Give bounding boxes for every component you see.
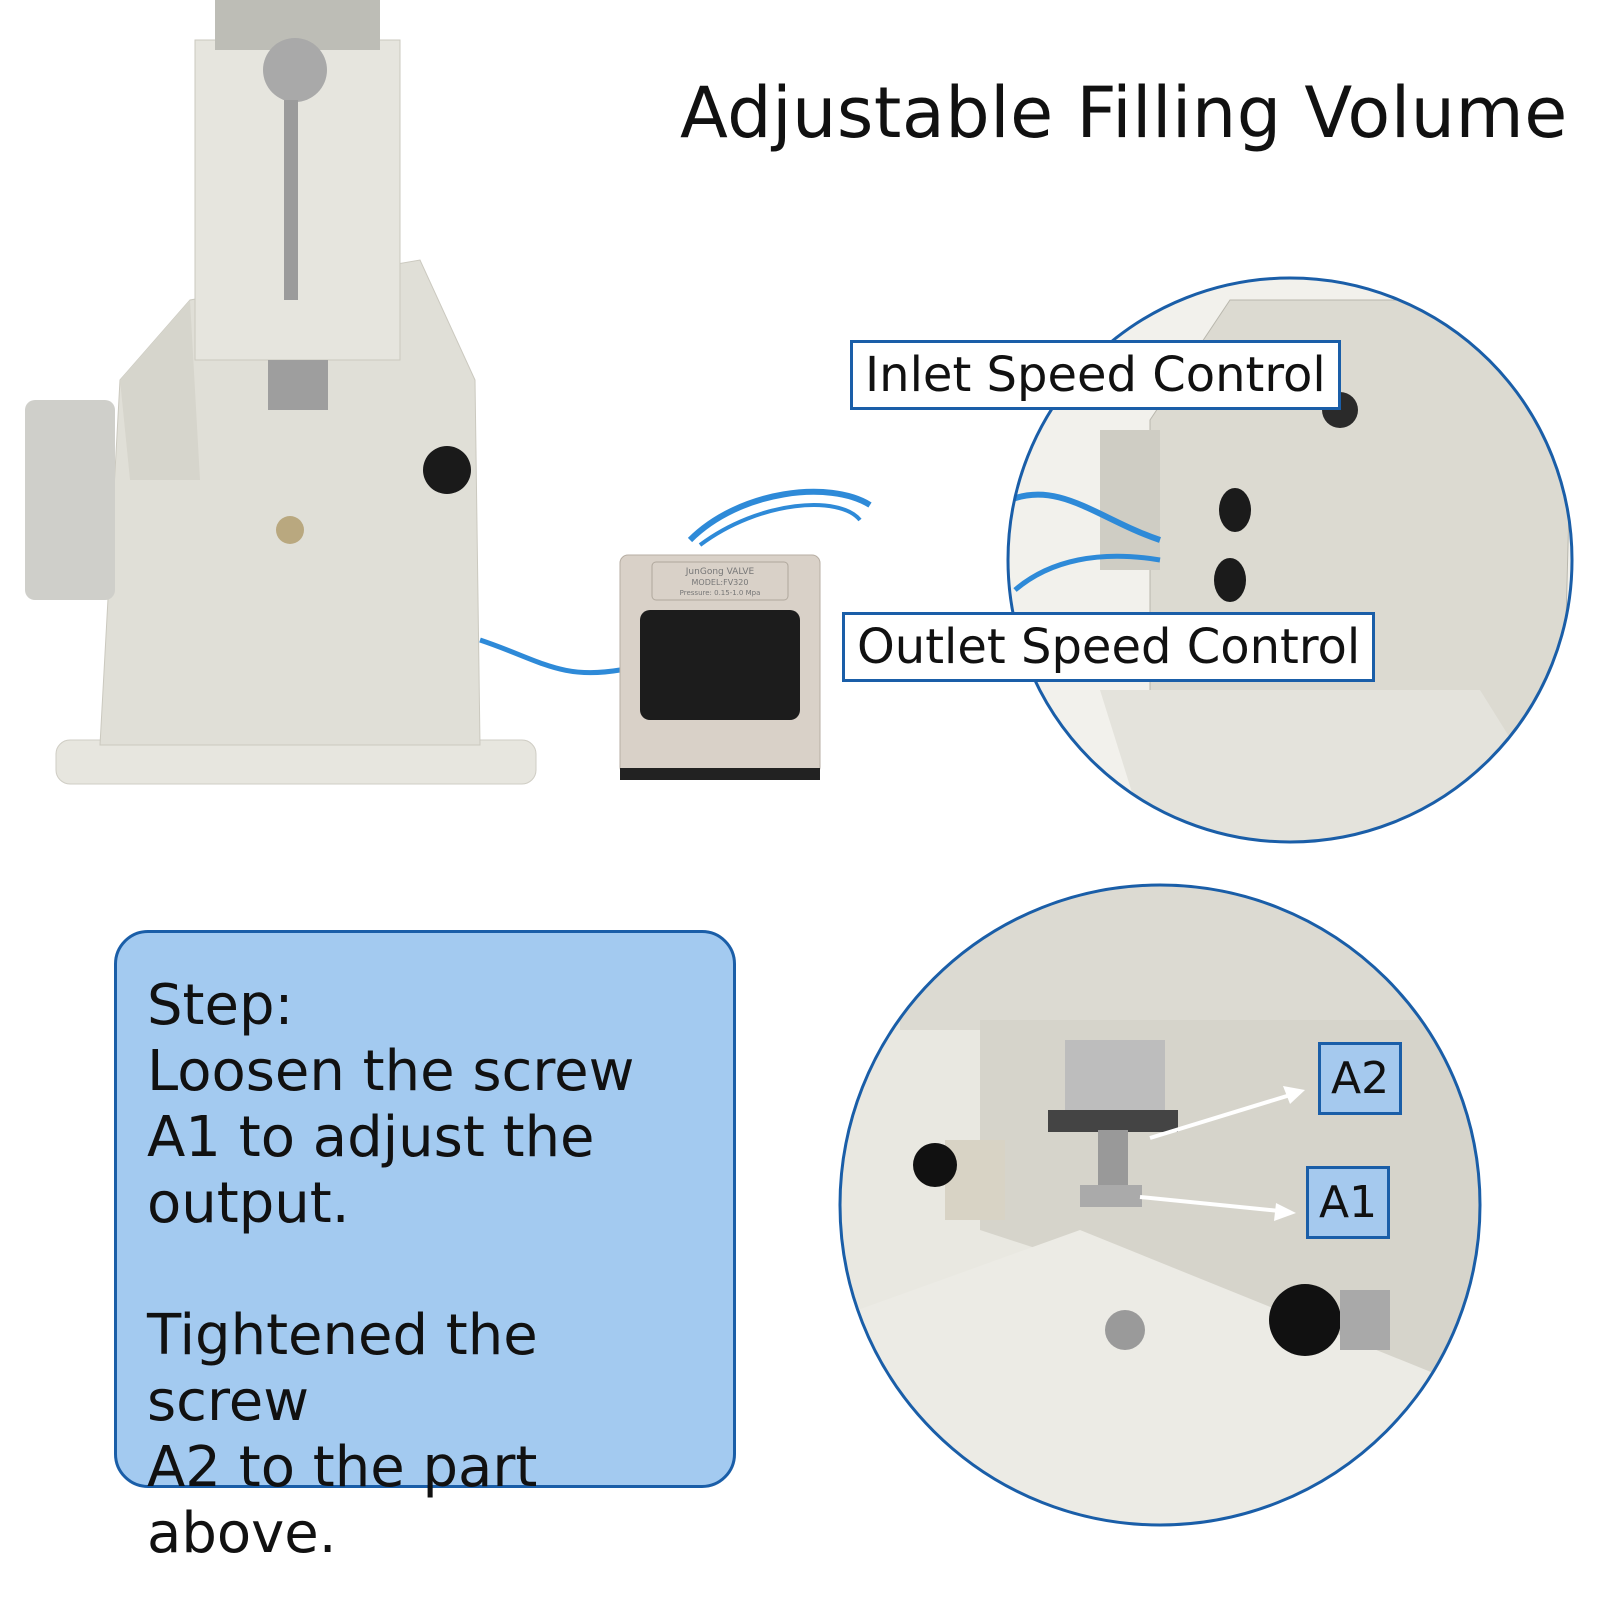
step2-line: Tightened the screw [147, 1303, 538, 1434]
instructions-heading: Step: [147, 973, 294, 1038]
a2-label: A2 [1318, 1042, 1403, 1115]
instructions-box: Step: Loosen the screw A1 to adjust the … [114, 930, 736, 1566]
step1-line: output. [147, 1171, 350, 1236]
page-title: Adjustable Filling Volume [680, 72, 1568, 154]
pedal-label-pressure: Pressure: 0.15-1.0 Mpa [680, 589, 761, 597]
inlet-speed-control-label: Inlet Speed Control [850, 340, 1341, 410]
pedal-label-brand: JunGong VALVE [685, 567, 755, 577]
pedal-label-model: MODEL:FV320 [692, 578, 749, 587]
detail-circle-screws [838, 883, 1482, 1527]
step1-line: A1 to adjust the [147, 1105, 595, 1170]
filling-machine [25, 0, 621, 785]
a1-label: A1 [1306, 1166, 1391, 1239]
foot-pedal: JunGong VALVE MODEL:FV320 Pressure: 0.15… [619, 488, 872, 780]
step2-line: A2 to the part above. [147, 1435, 538, 1566]
step1-line: Loosen the screw [147, 1039, 635, 1104]
outlet-speed-control-label: Outlet Speed Control [842, 612, 1376, 682]
